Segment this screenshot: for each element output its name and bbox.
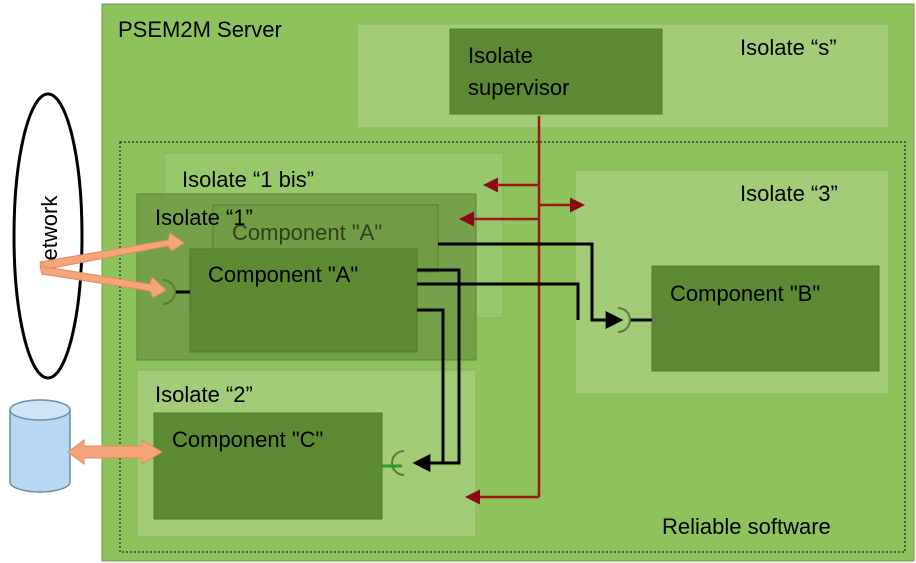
isolate-s-label: Isolate “s” [740,35,837,60]
component-a-ghost-label: Component "A" [232,220,382,245]
isolate-supervisor-box [449,28,663,115]
component-b-label: Component "B" [670,281,820,306]
reliable-software-region [119,141,906,553]
interface-sockets [162,279,631,476]
isolate-2-label: Isolate “2” [155,382,253,407]
component-c-label: Component "C" [172,427,323,452]
supervisor-line2: supervisor [468,75,569,100]
database-icon [9,399,71,493]
database-link-arrow [67,439,163,465]
supervisor-line1: Isolate [468,43,533,68]
component-c-box [153,412,383,520]
isolate-1bis-label: Isolate “1 bis” [182,167,314,192]
isolate-1-label: Isolate “1” [155,205,253,230]
network-ellipse [12,92,84,380]
server-title: PSEM2M Server [118,17,282,42]
network-links [39,232,185,299]
reliable-software-label: Reliable software [662,514,831,539]
component-links [175,242,652,472]
component-a-box [189,248,418,353]
supervisor-links [459,116,585,505]
isolate-3-label: Isolate “3” [740,181,838,206]
component-a-label: Component "A" [208,262,358,287]
